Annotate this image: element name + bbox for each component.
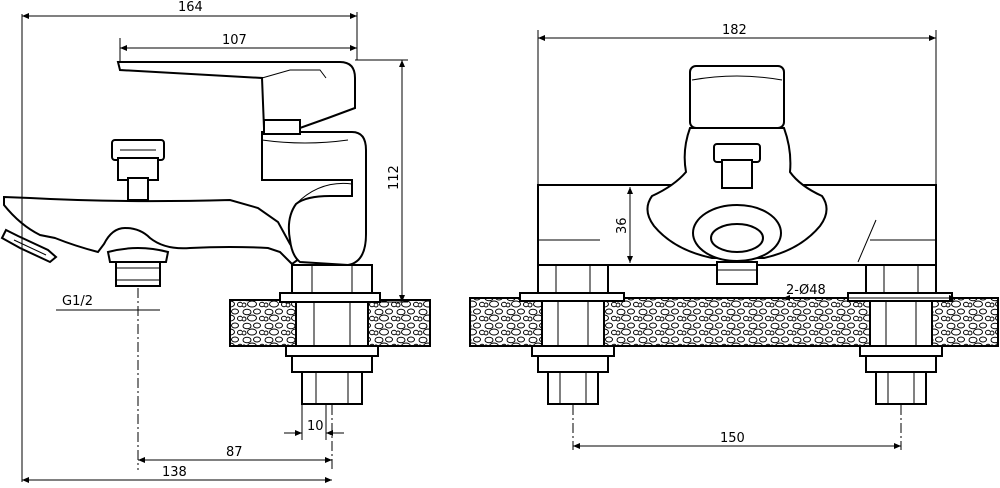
- left-connection: [519, 264, 625, 405]
- dim-total-width-side: 164: [178, 0, 203, 15]
- dim-spout-to-center: 87: [226, 445, 243, 460]
- aerator: [0, 228, 58, 264]
- diverter-knob: [111, 139, 165, 201]
- dim-center-distance: 150: [720, 431, 745, 446]
- shank-side: [285, 301, 379, 405]
- dim-spout-to-rear: 138: [162, 465, 187, 480]
- dim-holes: 2-Ø48: [786, 283, 826, 298]
- lever-handle: [116, 61, 356, 135]
- side-view: 164 107 112 G1/2 10 87 138: [0, 0, 431, 483]
- dim-nut: 10: [307, 419, 324, 434]
- front-view: 182 36 2-Ø48 150: [469, 23, 999, 450]
- dim-lever-width: 107: [222, 33, 247, 48]
- lever-top: [689, 65, 785, 129]
- right-connection: [847, 264, 953, 405]
- mounting-nut-side: [279, 264, 381, 303]
- spout-outlet-nipple: [115, 261, 161, 287]
- dim-height: 112: [387, 165, 402, 190]
- dim-body-height: 36: [615, 217, 630, 234]
- cartridge-body: [261, 131, 367, 267]
- valve-housing: [646, 127, 828, 259]
- dim-thread: G1/2: [62, 294, 93, 309]
- spout-body: [3, 195, 302, 266]
- dim-total-width-front: 182: [722, 23, 747, 38]
